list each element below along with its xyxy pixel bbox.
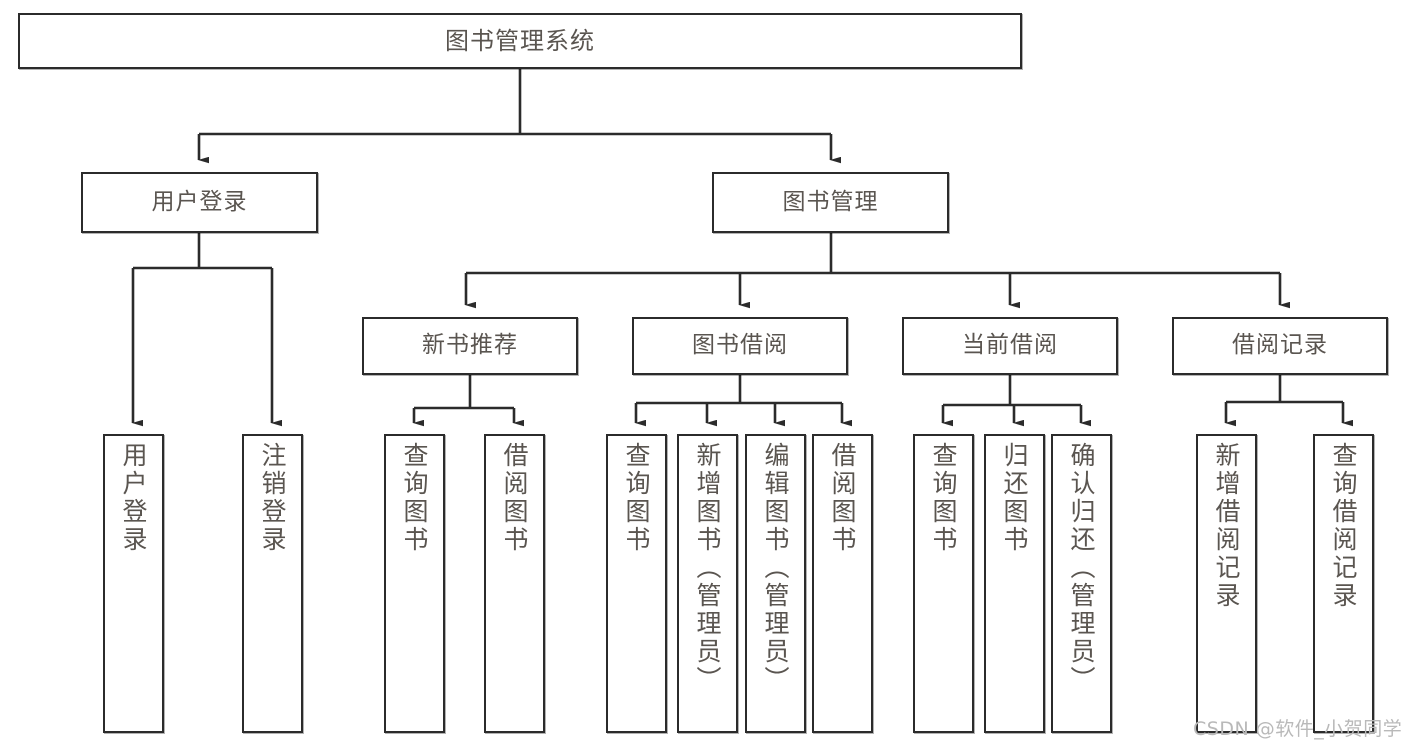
- leaf-user-login-label: 用户登录: [119, 442, 148, 554]
- leaf-add-borrow-record[interactable]: 新增借阅记录: [1196, 434, 1257, 733]
- node-root[interactable]: 图书管理系统: [18, 13, 1022, 69]
- leaf-add-book-admin-label: 新增图书（管理员）: [693, 442, 722, 694]
- leaf-query-book-current[interactable]: 查询图书: [913, 434, 974, 733]
- node-borrow-record[interactable]: 借阅记录: [1172, 317, 1388, 375]
- leaf-confirm-return-admin-label: 确认归还（管理员）: [1067, 442, 1096, 694]
- leaf-borrow-book-recommend-label: 借阅图书: [500, 442, 529, 554]
- leaf-user-logout[interactable]: 注销登录: [242, 434, 303, 733]
- node-new-book-recommend-label: 新书推荐: [422, 332, 518, 359]
- node-current-borrow[interactable]: 当前借阅: [902, 317, 1118, 375]
- node-user-login-label: 用户登录: [151, 188, 248, 215]
- leaf-query-book-borrow-label: 查询图书: [622, 442, 651, 554]
- leaf-query-borrow-record[interactable]: 查询借阅记录: [1313, 434, 1374, 733]
- watermark-text: CSDN @软件_小贺同学: [1193, 718, 1403, 740]
- leaf-edit-book-admin-label: 编辑图书（管理员）: [761, 442, 790, 694]
- node-book-borrow[interactable]: 图书借阅: [632, 317, 848, 375]
- leaf-add-book-admin[interactable]: 新增图书（管理员）: [677, 434, 738, 733]
- node-current-borrow-label: 当前借阅: [962, 332, 1058, 359]
- leaf-return-book[interactable]: 归还图书: [984, 434, 1045, 733]
- node-borrow-record-label: 借阅记录: [1232, 332, 1328, 359]
- node-book-borrow-label: 图书借阅: [692, 332, 788, 359]
- node-book-management[interactable]: 图书管理: [712, 172, 949, 233]
- leaf-query-borrow-record-label: 查询借阅记录: [1329, 442, 1358, 610]
- node-user-login[interactable]: 用户登录: [81, 172, 318, 233]
- leaf-borrow-book-recommend[interactable]: 借阅图书: [484, 434, 545, 733]
- leaf-edit-book-admin[interactable]: 编辑图书（管理员）: [745, 434, 806, 733]
- leaf-borrow-book-label: 借阅图书: [828, 442, 857, 554]
- node-new-book-recommend[interactable]: 新书推荐: [362, 317, 578, 375]
- leaf-add-borrow-record-label: 新增借阅记录: [1212, 442, 1241, 610]
- leaf-return-book-label: 归还图书: [1000, 442, 1029, 554]
- leaf-user-login[interactable]: 用户登录: [103, 434, 164, 733]
- leaf-query-book-recommend[interactable]: 查询图书: [384, 434, 445, 733]
- leaf-user-logout-label: 注销登录: [258, 442, 287, 554]
- leaf-borrow-book[interactable]: 借阅图书: [812, 434, 873, 733]
- node-book-management-label: 图书管理: [782, 188, 879, 215]
- leaf-query-book-recommend-label: 查询图书: [400, 442, 429, 554]
- leaf-query-book-borrow[interactable]: 查询图书: [606, 434, 667, 733]
- leaf-query-book-current-label: 查询图书: [929, 442, 958, 554]
- node-root-label: 图书管理系统: [445, 26, 595, 55]
- leaf-confirm-return-admin[interactable]: 确认归还（管理员）: [1051, 434, 1112, 733]
